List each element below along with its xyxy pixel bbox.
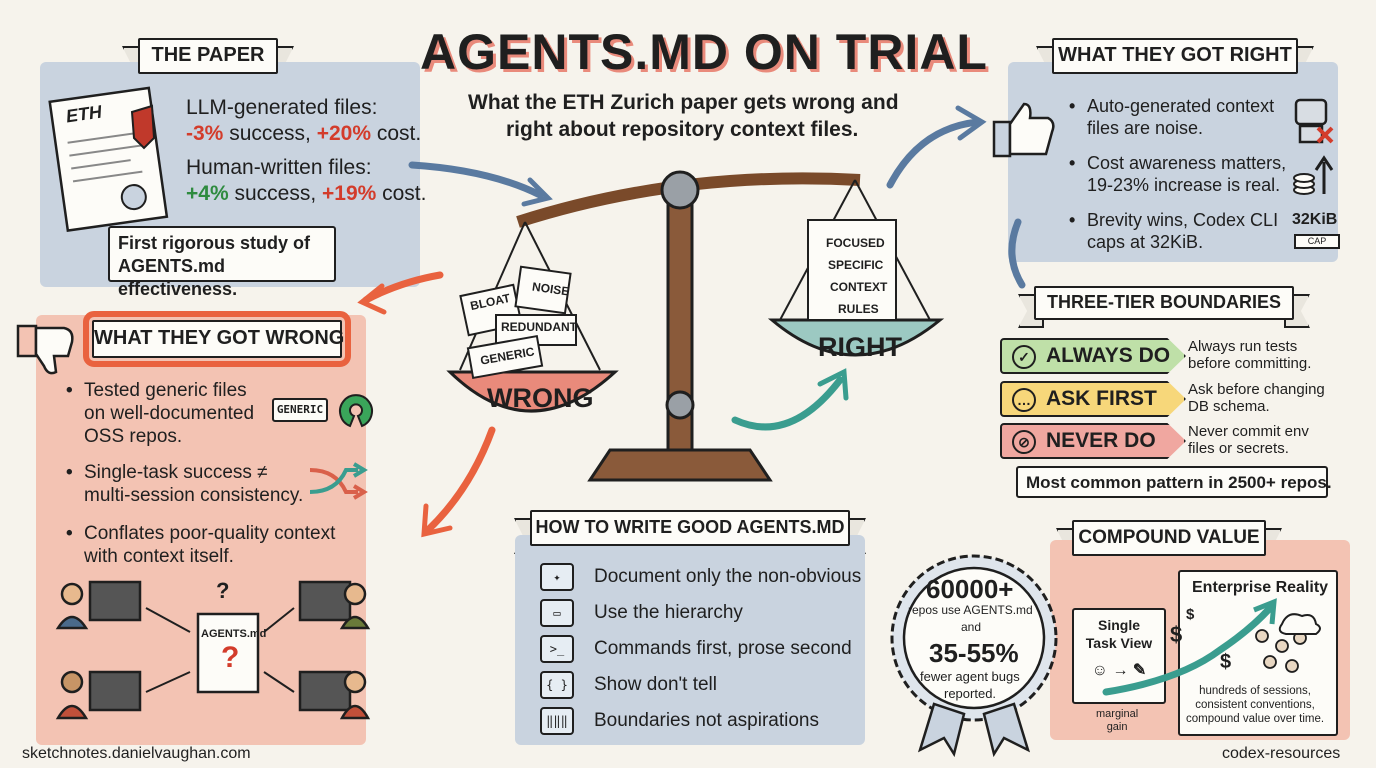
robot-icon	[1294, 98, 1334, 144]
marginal-gain: marginal gain	[1096, 708, 1139, 734]
tiers-banner: THREE-TIER BOUNDARIES	[1034, 286, 1294, 320]
seal-badge	[890, 554, 1058, 758]
cap-value: 32KiB	[1292, 211, 1338, 228]
page-subtitle-line1: What the ETH Zurich paper gets wrong and	[468, 91, 899, 114]
tiers-note: Most common pattern in 2500+ repos.	[1016, 466, 1332, 498]
compound-banner: COMPOUND VALUE	[1072, 520, 1266, 556]
howto-banner: HOW TO WRITE GOOD AGENTS.MD	[530, 510, 850, 546]
howto-item-5: Boundaries not aspirations	[594, 710, 819, 731]
crossing-arrows-icon	[309, 462, 368, 500]
seal-line-4: reported.	[944, 686, 997, 701]
flashlight-icon: ✦	[540, 563, 574, 591]
wrong-item-1: Tested generic files on well-documented …	[66, 380, 254, 448]
tier-always: ✓ ALWAYS DO	[1000, 338, 1186, 374]
question-mark-top: ?	[216, 578, 230, 603]
right-doc-rules: RULES	[838, 302, 879, 316]
right-doc-specific: SPECIFIC	[828, 258, 884, 272]
tier-ask-desc: Ask before changing DB schema.	[1188, 381, 1325, 416]
thumbs-up-icon	[992, 102, 1055, 158]
right-item-2: Cost awareness matters, 19-23% increase …	[1069, 153, 1286, 196]
thumbs-down-icon	[16, 324, 74, 375]
seal-line-1: repos use AGENTS.md	[908, 603, 1033, 617]
paper-redundant: REDUNDANT	[501, 320, 577, 334]
seal-line-3: fewer agent bugs	[920, 669, 1020, 684]
paper-llm-label: LLM-generated files:	[186, 96, 378, 119]
dollar-sign-1: $	[1170, 622, 1183, 647]
tier-never: ⊘ NEVER DO	[1000, 423, 1186, 459]
person-doc-icon: ☺ → ✎	[1091, 662, 1147, 679]
right-doc-focused: FOCUSED	[826, 236, 885, 250]
right-banner: WHAT THEY GOT RIGHT	[1052, 38, 1298, 74]
howto-item-2: Use the hierarchy	[594, 602, 743, 623]
code-braces-icon: { }	[540, 671, 574, 699]
scale-right-label: RIGHT	[818, 332, 902, 362]
coins-chart-icon	[1293, 155, 1334, 195]
folder-icon: ▭	[540, 599, 574, 627]
paper-document-icon	[48, 86, 169, 232]
right-item-3: Brevity wins, Codex CLI caps at 32KiB.	[1069, 210, 1278, 253]
paper-human-label: Human-written files:	[186, 156, 372, 179]
fence-icon: ‖‖‖	[540, 707, 574, 735]
terminal-icon: >_	[540, 635, 574, 663]
generic-badge: GENERIC	[272, 398, 328, 422]
enterprise-title: Enterprise Reality	[1192, 579, 1329, 596]
footer-left: sketchnotes.danielvaughan.com	[22, 745, 251, 762]
tier-always-desc: Always run tests before committing.	[1188, 338, 1312, 373]
dollar-sign-3: $	[1220, 651, 1232, 673]
tier-ask: … ASK FIRST	[1000, 381, 1186, 417]
dollar-sign-2: $	[1186, 606, 1195, 623]
scale-wrong-label: WRONG	[487, 383, 594, 413]
seal-big-1: 60000+	[926, 574, 1014, 604]
agents-md-doc-label: AGENTS.md	[201, 628, 267, 640]
paper-human-result: +4% success, +19% cost.	[186, 182, 427, 205]
howto-item-3: Commands first, prose second	[594, 638, 852, 659]
growth-arrow-icon	[1102, 598, 1321, 696]
seal-big-2: 35-55%	[929, 638, 1019, 668]
cap-label: CAP	[1294, 234, 1340, 249]
enterprise-desc: hundreds of sessions, consistent convent…	[1186, 685, 1325, 725]
human-success-value: +4%	[186, 182, 229, 205]
question-mark-doc: ?	[221, 641, 240, 674]
speech-bubble-icon: …	[1012, 388, 1036, 412]
page-title: AGENTS.MD ON TRIAL	[420, 24, 988, 80]
check-icon: ✓	[1012, 345, 1036, 369]
paper-llm-result: -3% success, +20% cost.	[186, 122, 422, 145]
llm-cost-value: +20%	[316, 122, 372, 145]
right-item-1: Auto-generated context files are noise.	[1069, 96, 1274, 139]
balance-scale-illustration	[446, 170, 945, 482]
wrong-banner: WHAT THEY GOT WRONG	[83, 311, 351, 367]
footer-right: codex-resources	[1222, 745, 1341, 762]
enterprise-card	[1178, 570, 1338, 736]
page-subtitle-line2: right about repository context files.	[506, 118, 859, 141]
wrong-item-2: Single-task success ≠ multi-session cons…	[66, 462, 303, 508]
seal-line-2: and	[961, 620, 982, 634]
human-cost-value: +19%	[322, 182, 377, 205]
wrong-item-3: Conflates poor-quality context with cont…	[66, 523, 335, 569]
llm-success-value: -3%	[186, 122, 224, 145]
tier-never-desc: Never commit env files or secrets.	[1188, 423, 1309, 458]
open-source-icon	[339, 394, 373, 428]
prohibited-icon: ⊘	[1012, 430, 1036, 454]
right-doc-context: CONTEXT	[830, 280, 888, 294]
paper-note: First rigorous study of AGENTS.md effect…	[108, 226, 336, 299]
howto-item-1: Document only the non-obvious	[594, 566, 862, 587]
howto-item-4: Show don't tell	[594, 674, 717, 695]
paper-banner: THE PAPER	[138, 38, 278, 74]
developers-illustration	[55, 580, 371, 720]
